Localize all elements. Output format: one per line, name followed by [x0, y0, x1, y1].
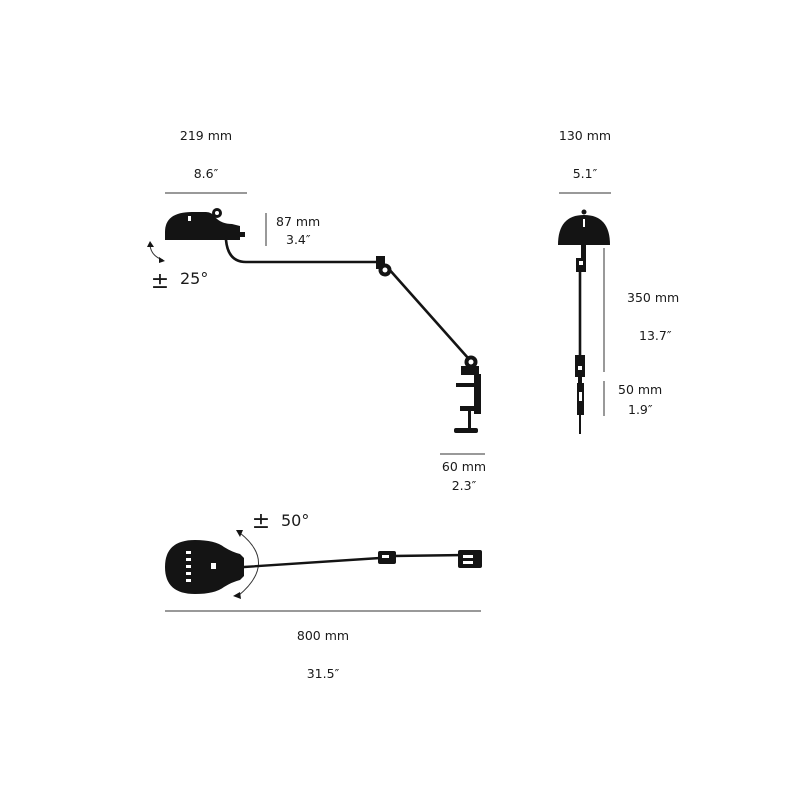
side-head-height-in: 3.4″	[286, 232, 311, 247]
side-tilt-angle: 25°	[180, 269, 208, 288]
top-lower-arm	[242, 556, 382, 569]
front-clamp	[577, 383, 584, 434]
front-clamp-height-in: 1.9″	[628, 402, 653, 417]
side-tilt-symbol: ±	[151, 269, 169, 294]
top-view: ± 50° 800 mm 3	[165, 509, 482, 681]
front-clamp-height-mm: 50 mm	[618, 382, 662, 397]
top-upper-arm	[391, 553, 468, 558]
top-total-length-in: 31.5″	[307, 666, 340, 681]
side-clamp-width-mm: 60 mm	[442, 459, 486, 474]
top-rotation-symbol: ±	[252, 509, 270, 534]
side-head-width-mm: 219 mm	[180, 128, 232, 143]
side-tilt-arrow	[149, 244, 164, 261]
front-arm	[575, 258, 586, 385]
front-arm-height-in: 13.7″	[639, 328, 672, 343]
top-elbow-joint	[378, 551, 396, 564]
side-elbow-joint	[376, 256, 392, 277]
top-rotation-arrow	[237, 532, 259, 597]
side-head-width-in: 8.6″	[194, 166, 219, 181]
front-arm-height-mm: 350 mm	[627, 290, 679, 305]
side-view: 219 mm 8.6″ 87 mm 3.4″	[147, 128, 486, 493]
side-lower-arm	[224, 238, 382, 264]
side-lamp-head	[165, 208, 245, 240]
top-base-joint	[458, 550, 482, 568]
side-clamp-width-in: 2.3″	[452, 478, 477, 493]
side-base-joint	[461, 355, 479, 375]
front-lamp-head	[558, 209, 610, 259]
front-view: 130 mm 5.1″ 350 mm 13.7″	[558, 128, 679, 434]
front-head-width-mm: 130 mm	[559, 128, 611, 143]
side-clamp	[454, 374, 481, 433]
top-total-length-mm: 800 mm	[297, 628, 349, 643]
side-upper-arm	[386, 266, 470, 360]
side-head-height-mm: 87 mm	[276, 214, 320, 229]
front-head-width-in: 5.1″	[573, 166, 598, 181]
top-rotation-angle: 50°	[281, 511, 309, 530]
top-lamp-head	[165, 540, 244, 594]
